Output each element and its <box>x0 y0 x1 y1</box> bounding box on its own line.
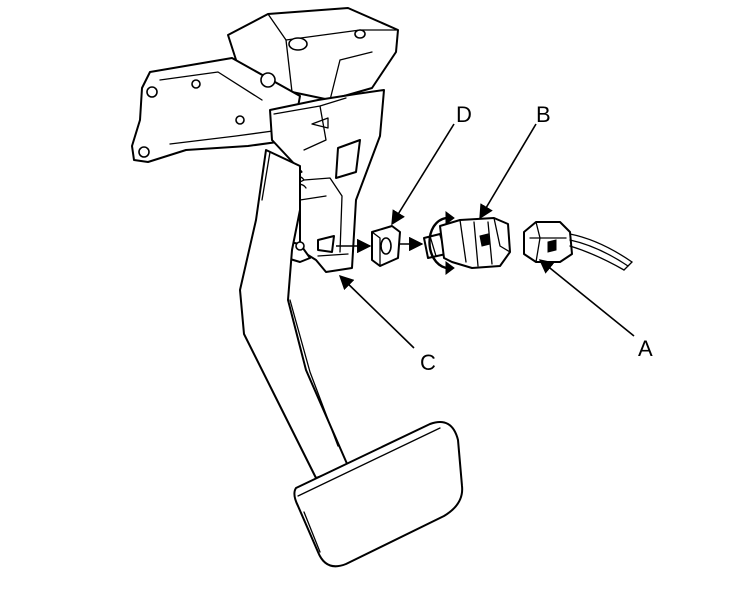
pedal-bracket <box>131 7 399 273</box>
callout-label-b: B <box>536 102 551 127</box>
callout-label-c: C <box>420 350 436 375</box>
wiring-connector <box>523 221 633 271</box>
leader-line-c <box>338 274 415 349</box>
rotation-arrow <box>428 211 455 275</box>
callout-label-d: D <box>456 102 472 127</box>
leader-line-b <box>479 123 537 220</box>
switch-mounting-hole <box>317 235 335 253</box>
assembly-direction-arrow <box>336 236 424 254</box>
switch-adjuster-clip <box>371 225 401 267</box>
callout-label-a: A <box>638 336 653 361</box>
brake-pedal-arm <box>239 149 464 568</box>
leader-line-a <box>538 259 635 337</box>
leader-line-d <box>391 123 455 226</box>
brake-switch <box>423 217 511 269</box>
